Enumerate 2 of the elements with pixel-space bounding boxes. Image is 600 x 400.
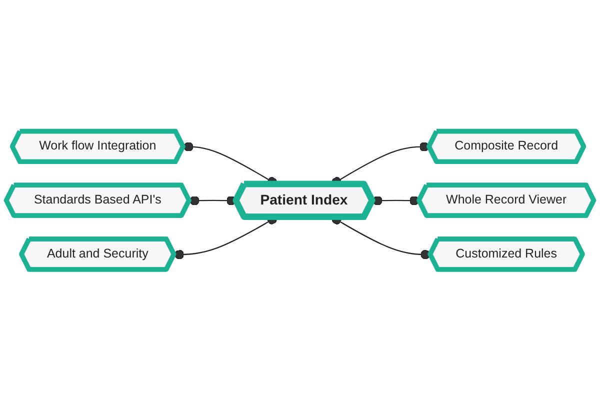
connector <box>372 196 420 206</box>
connector <box>189 196 236 206</box>
